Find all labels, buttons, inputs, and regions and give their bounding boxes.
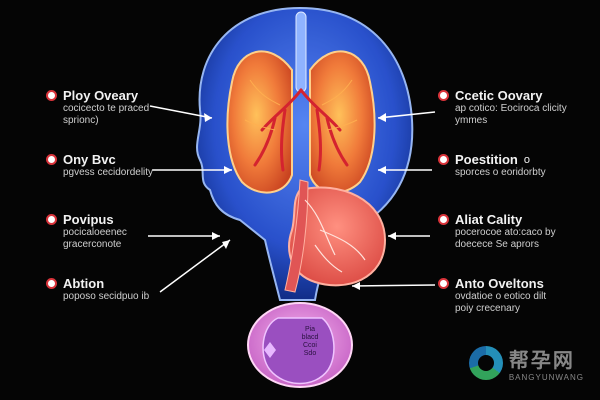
callout-bullet-icon [46,154,57,165]
trachea [295,11,307,93]
pelvis-marker-icon [264,342,276,358]
callout-title: Poestition [455,152,518,167]
callout-left-4: Abtion poposo secidpuo ib [46,276,149,303]
callout-bullet-icon [46,90,57,101]
callout-text: pocerocoe ato:caco by [455,227,556,238]
callout-title: Ccetic Oovary [455,88,543,103]
callout-bullet-icon [438,214,449,225]
callout-left-2: Ony Bvc pgvess cecidordelity [46,152,153,179]
watermark-subtext: BANGYUNWANG [508,373,584,382]
pelvis-label-line: blacd [301,334,319,341]
callout-text: poposo secidpuo ib [63,291,150,302]
callout-left-3: Povipus pocicaloeenec gracerconote [46,212,127,251]
watermark-logo-icon [468,346,503,380]
callout-title: Ploy Oveary [63,88,139,103]
pelvis-label-line: Sdo [303,350,317,357]
callout-text: doecece Se aprors [455,239,539,250]
callout-right-3: Aliat Cality pocerocoe ato:caco by doece… [438,212,556,251]
stomach-veins [304,199,366,273]
callout-right-1: Ccetic Oovary ap cotico: Eociroca clicit… [438,88,567,127]
callout-title: Aliat Cality [455,212,523,227]
watermark: 帮孕网 BANGYUNWANG [468,344,584,382]
callout-bullet-icon [46,278,57,289]
callout-title: Anto Oveltons [455,276,544,291]
callout-title: Abtion [63,276,105,291]
callout-text: ymmes [455,115,488,126]
pelvis-label: Pia blacd Ccoi Sdo [290,326,330,358]
callout-text: pocicaloeenec [63,227,127,238]
callout-text: pgvess cecidordelity [63,167,154,178]
callout-title: Ony Bvc [63,152,116,167]
stomach [288,186,387,287]
callout-text: poiy crecenary [455,303,521,314]
pelvis-label-line: Pia [304,326,316,333]
watermark-text: 帮孕网 [508,348,575,372]
callout-text: sporces o eoridorbty [455,167,546,178]
esophagus [284,179,309,293]
callout-bullet-icon [438,90,449,101]
callout-right-4: Anto Oveltons ovdatioe o eotico dilt poi… [438,276,546,315]
callout-text: cocicecto te praced [63,103,150,114]
callout-text: ovdatioe o eotico dilt [455,291,547,302]
callout-text: o [523,153,530,166]
pelvis-inner [262,317,335,385]
pelvis-label-line: Ccoi [302,342,317,349]
pointer-arrowheads [204,113,396,290]
callout-left-1: Ploy Oveary cocicecto te praced sprionc) [46,88,149,127]
bronchi [253,88,349,172]
left-lung [226,50,293,194]
callout-bullet-icon [438,278,449,289]
callout-text: sprionc) [63,115,99,126]
callout-text: gracerconote [63,239,122,250]
callout-text: ap cotico: Eociroca clicity [455,103,567,114]
callout-bullet-icon [46,214,57,225]
callout-bullet-icon [438,154,449,165]
callout-title: Povipus [63,212,114,227]
callout-right-2: Poestition o sporces o eoridorbty [438,152,546,179]
lung-veins [244,79,358,131]
pointer-lines [148,105,436,293]
